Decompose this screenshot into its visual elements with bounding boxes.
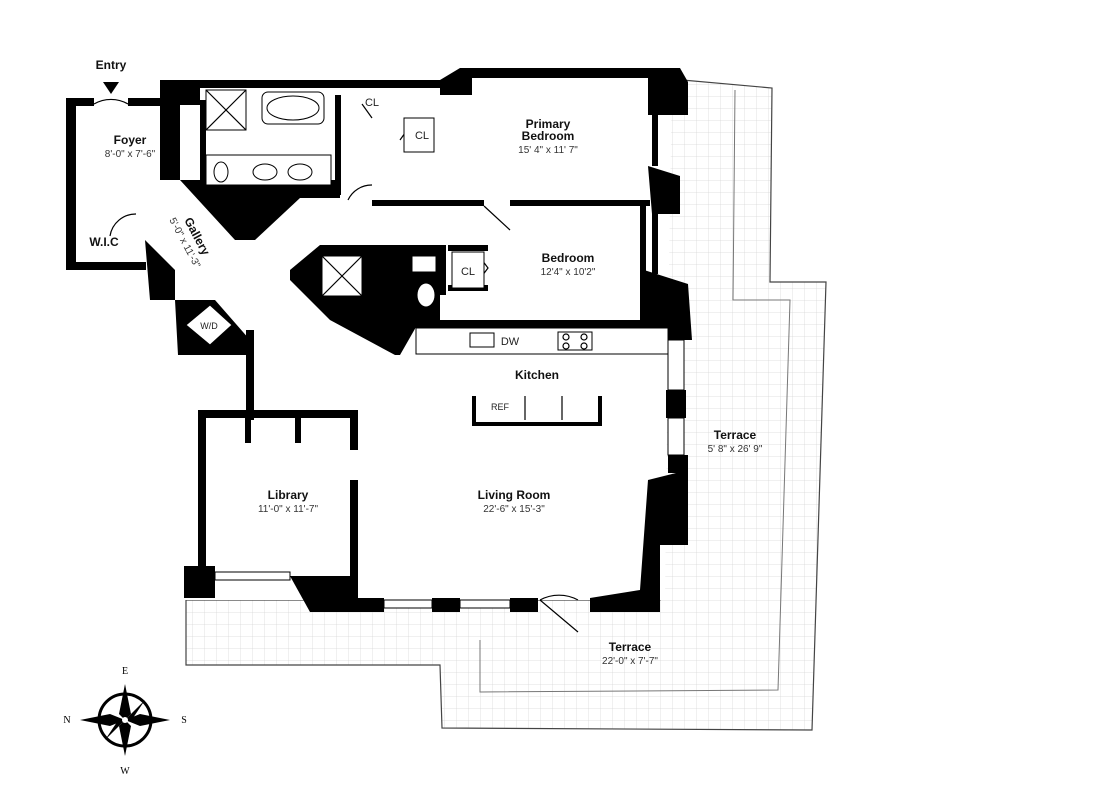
- refrigerator-label: REF: [491, 402, 510, 412]
- living-room-name: Living Room: [478, 488, 551, 502]
- kitchen-counter: [415, 327, 669, 426]
- foyer-name: Foyer: [114, 133, 147, 147]
- living-room-dims: 22'-6" x 15'-3": [483, 504, 545, 515]
- washer-dryer: [185, 304, 233, 346]
- primary-bedroom-name-1: Primary: [526, 117, 571, 131]
- compass-south: S: [181, 715, 187, 726]
- compass-rose-icon: E W N S: [63, 666, 186, 777]
- windows: [214, 339, 685, 609]
- bedroom-name: Bedroom: [542, 251, 595, 265]
- walls: [66, 68, 692, 612]
- library-dims: 11'-0" x 11'-7": [258, 504, 318, 515]
- compass-north: N: [63, 715, 70, 726]
- closet-label-3: CL: [461, 266, 475, 278]
- terrace-south-dims: 22'-0" x 7'-7": [602, 656, 658, 667]
- compass-east: E: [122, 666, 128, 677]
- terrace-east-dims: 5' 8" x 26' 9": [708, 444, 763, 455]
- terrace-south-name: Terrace: [609, 640, 652, 654]
- wic-name: W.I.C: [89, 235, 119, 249]
- terrace-east-name: Terrace: [714, 428, 757, 442]
- kitchen-name: Kitchen: [515, 368, 559, 382]
- primary-bedroom-name-2: Bedroom: [522, 129, 575, 143]
- primary-bedroom-dims: 15' 4" x 11' 7": [518, 145, 578, 156]
- washer-dryer-label: W/D: [200, 321, 218, 331]
- entry-label: Entry: [96, 58, 127, 72]
- closet-label-1: CL: [365, 97, 379, 109]
- closet-fixtures: [403, 117, 485, 289]
- bath-fixtures: [205, 89, 437, 308]
- dishwasher-label: DW: [501, 336, 520, 348]
- closet-label-2: CL: [415, 130, 429, 142]
- bedroom-dims: 12'4" x 10'2": [541, 267, 596, 278]
- entry-arrow-icon: [103, 82, 119, 94]
- compass-west: W: [120, 766, 130, 777]
- foyer-dims: 8'-0" x 7'-6": [105, 149, 156, 160]
- library-name: Library: [268, 488, 309, 502]
